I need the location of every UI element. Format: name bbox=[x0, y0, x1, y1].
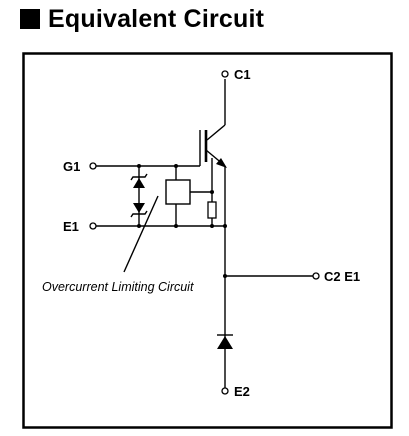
page-title: Equivalent Circuit bbox=[48, 4, 265, 33]
freewheel-diode bbox=[217, 334, 233, 349]
output-line bbox=[223, 226, 313, 388]
g1-label: G1 bbox=[63, 159, 80, 174]
gate-line bbox=[96, 164, 200, 168]
e2-terminal bbox=[221, 387, 229, 395]
c1-label: C1 bbox=[234, 67, 251, 82]
c1-terminal bbox=[221, 70, 229, 78]
c2e1-terminal bbox=[312, 272, 320, 280]
header-square-icon bbox=[20, 9, 40, 29]
page-header: Equivalent Circuit bbox=[20, 2, 264, 36]
emitter-line bbox=[96, 224, 227, 228]
igbt-symbol bbox=[199, 79, 227, 226]
g1-terminal bbox=[89, 162, 97, 170]
overcurrent-label: Overcurrent Limiting Circuit bbox=[42, 280, 194, 294]
c2e1-label: C2 E1 bbox=[324, 269, 360, 284]
diagram-frame bbox=[22, 52, 393, 429]
limiting-block bbox=[165, 166, 214, 226]
sense-resistor bbox=[207, 192, 217, 226]
annotation-pointer bbox=[123, 195, 159, 273]
e1-terminal bbox=[89, 222, 97, 230]
e2-label: E2 bbox=[234, 384, 250, 399]
zener-diode-pair bbox=[130, 166, 148, 226]
e1-label: E1 bbox=[63, 219, 79, 234]
